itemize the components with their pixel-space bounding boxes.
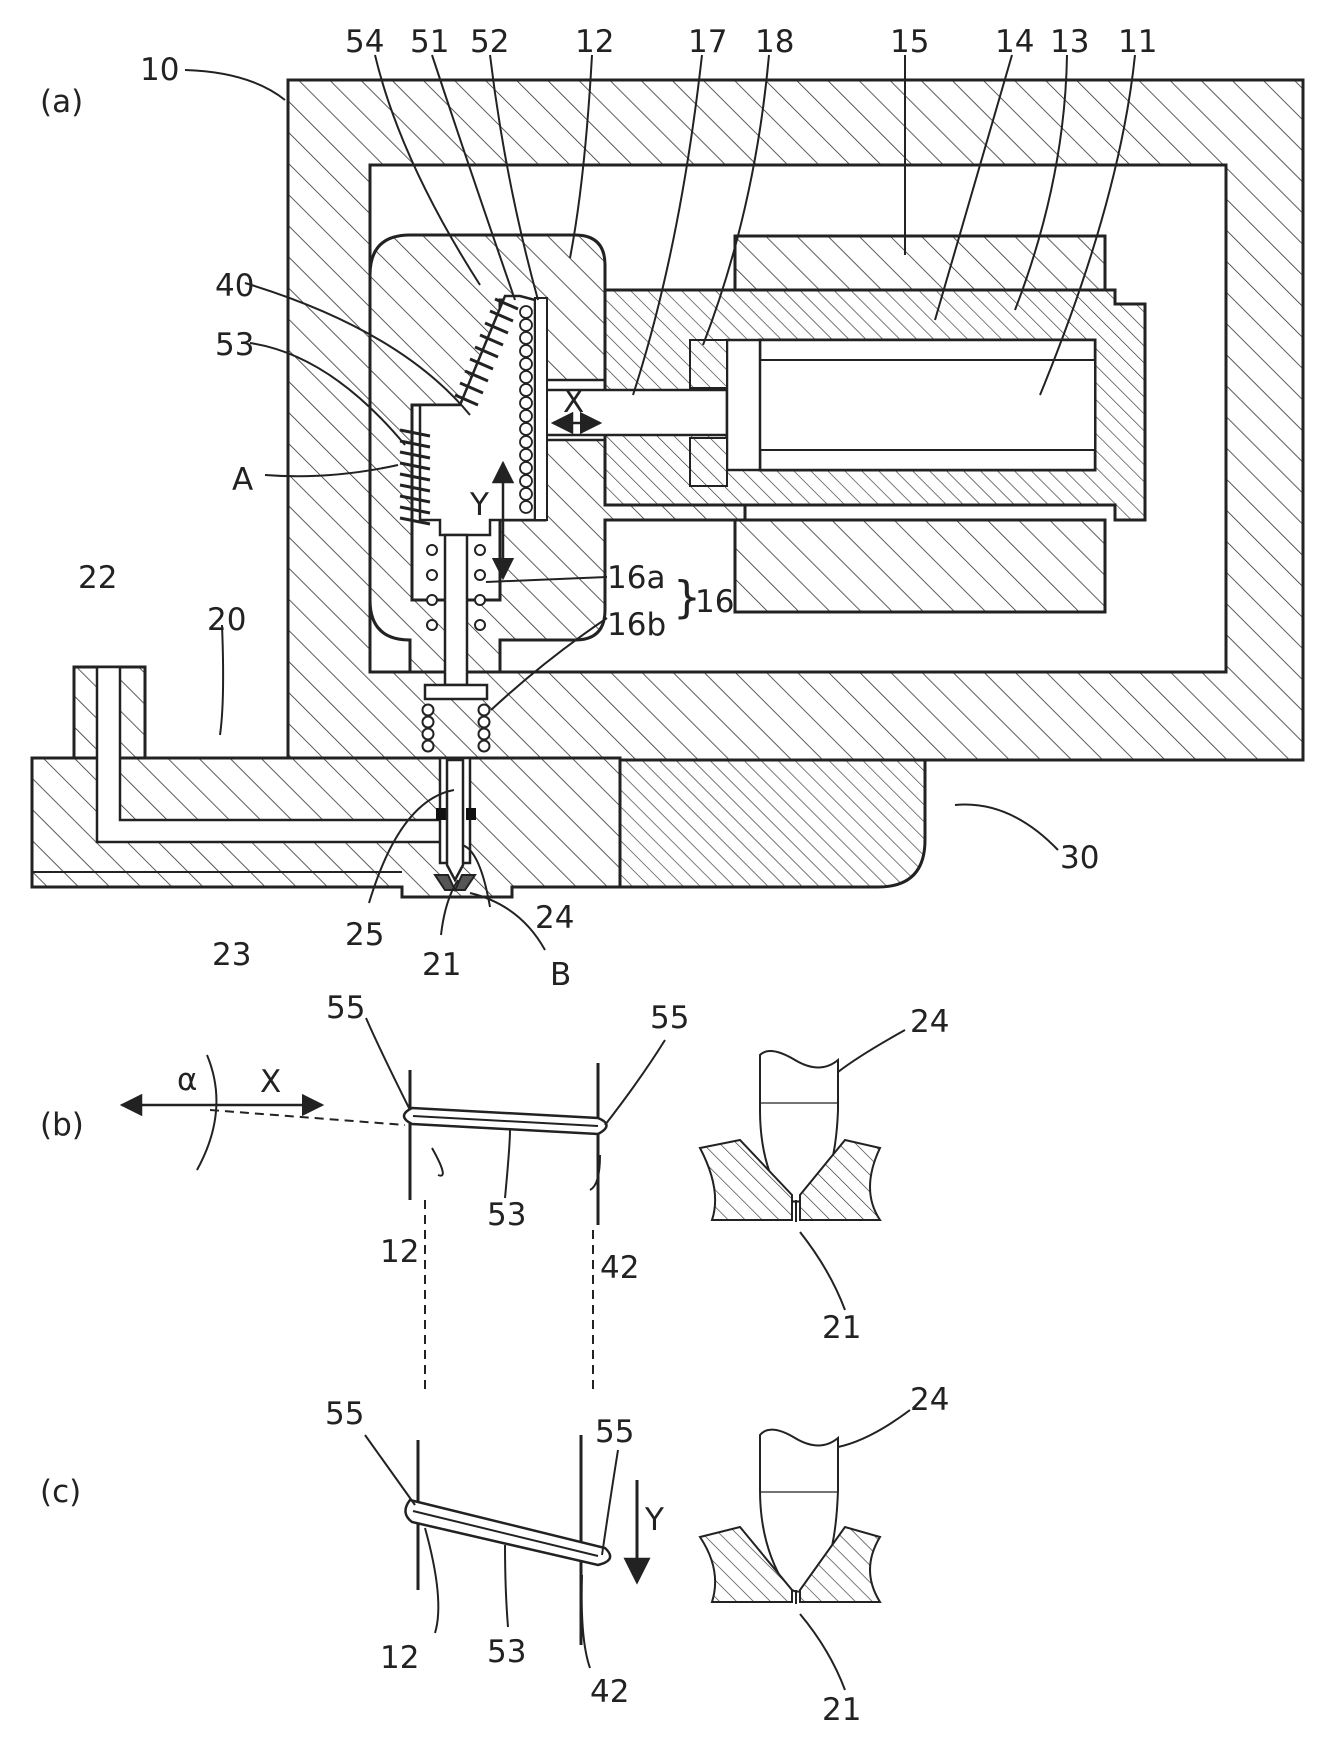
label-21-c: 21 xyxy=(822,1692,861,1728)
label-24-c: 24 xyxy=(910,1382,949,1418)
label-52: 52 xyxy=(470,24,509,60)
panel-c-drawing xyxy=(365,1410,910,1690)
label-12: 12 xyxy=(575,24,614,60)
needle-24-tip xyxy=(447,760,463,880)
label-25: 25 xyxy=(345,917,384,953)
label-16: 16 xyxy=(695,584,734,620)
label-55-c-left: 55 xyxy=(325,1396,364,1432)
plate-52 xyxy=(535,298,547,520)
label-21-b: 21 xyxy=(822,1310,861,1346)
label-Y-c: Y xyxy=(644,1502,664,1538)
label-alpha: α xyxy=(177,1062,197,1098)
magnet-15-lower xyxy=(735,520,1105,612)
spring-18-lower xyxy=(690,438,727,486)
spring-53-c xyxy=(405,1500,610,1565)
label-13: 13 xyxy=(1050,24,1089,60)
label-16a: 16a xyxy=(607,560,665,596)
label-16b: 16b xyxy=(607,607,666,643)
label-12-b: 12 xyxy=(380,1234,419,1270)
panel-c-label: (c) xyxy=(40,1474,81,1510)
label-10: 10 xyxy=(140,52,179,88)
label-18: 18 xyxy=(755,24,794,60)
label-A: A xyxy=(232,462,253,498)
label-42-b: 42 xyxy=(600,1250,639,1286)
label-X-a: X xyxy=(563,384,584,420)
spring-18-upper xyxy=(690,340,727,388)
label-40: 40 xyxy=(215,268,254,304)
label-22: 22 xyxy=(78,560,117,596)
plunger-shaft xyxy=(445,535,467,685)
label-20: 20 xyxy=(207,602,246,638)
label-42-c: 42 xyxy=(590,1674,629,1710)
panel-a-label: (a) xyxy=(40,84,83,120)
label-55-b-left: 55 xyxy=(326,990,365,1026)
label-Y-a: Y xyxy=(469,487,489,523)
bracket-30 xyxy=(610,760,925,887)
label-53: 53 xyxy=(215,327,254,363)
label-21-a: 21 xyxy=(422,947,461,983)
label-30: 30 xyxy=(1060,840,1099,876)
label-55-c-right: 55 xyxy=(595,1414,634,1450)
panel-b-label: (b) xyxy=(40,1107,84,1143)
label-15: 15 xyxy=(890,24,929,60)
label-24-b: 24 xyxy=(910,1004,949,1040)
piezo-11 xyxy=(760,360,1095,450)
label-24-a: 24 xyxy=(535,900,574,936)
label-17: 17 xyxy=(688,24,727,60)
panel-b-drawing xyxy=(122,1018,905,1310)
label-54: 54 xyxy=(345,24,384,60)
label-11: 11 xyxy=(1118,24,1157,60)
label-X-b: X xyxy=(260,1064,281,1100)
label-B: B xyxy=(550,957,571,993)
label-14: 14 xyxy=(995,24,1034,60)
label-51: 51 xyxy=(410,24,449,60)
label-23: 23 xyxy=(212,937,251,973)
label-12-c: 12 xyxy=(380,1640,419,1676)
label-53-c: 53 xyxy=(487,1634,526,1670)
label-55-b-right: 55 xyxy=(650,1000,689,1036)
label-53-b: 53 xyxy=(487,1197,526,1233)
panel-a-drawing xyxy=(32,55,1303,950)
